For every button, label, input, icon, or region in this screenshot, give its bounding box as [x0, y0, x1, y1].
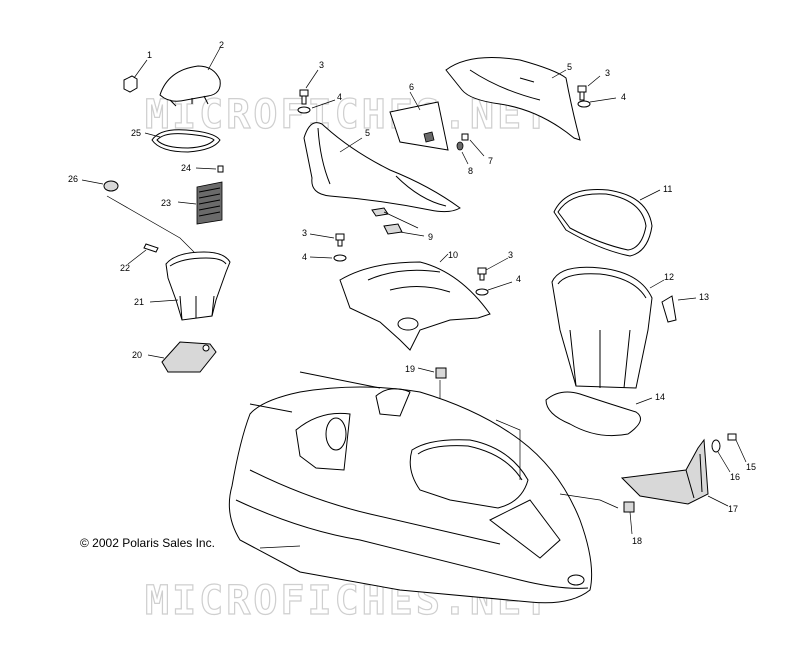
callout-22: 22: [120, 263, 130, 273]
part-knob: [81, 179, 197, 255]
callout-3d: 3: [508, 250, 513, 260]
callout-10: 10: [448, 250, 458, 260]
part-bracket: [620, 438, 729, 507]
callout-8: 8: [468, 166, 473, 176]
part-screw-24: [195, 165, 224, 173]
part-bolt-mid-left: [309, 233, 347, 262]
part-bolt-left: [297, 69, 336, 114]
callout-5: 5: [365, 128, 370, 138]
callout-21: 21: [134, 297, 144, 307]
callout-13: 13: [699, 292, 709, 302]
part-pin: [127, 243, 159, 265]
callout-6: 6: [409, 82, 414, 92]
part-gasket: [144, 129, 221, 153]
callout-1: 1: [147, 50, 152, 60]
callout-9: 9: [428, 232, 433, 242]
part-plate: [147, 341, 217, 373]
callout-23: 23: [161, 198, 171, 208]
callout-19: 19: [405, 364, 415, 374]
part-console: [339, 253, 491, 351]
callout-18: 18: [632, 536, 642, 546]
part-clips-9: [371, 207, 425, 237]
part-strap: [661, 295, 697, 323]
callout-11: 11: [663, 184, 672, 194]
copyright-notice: © 2002 Polaris Sales Inc.: [80, 536, 215, 550]
callout-14: 14: [655, 392, 665, 402]
part-side-panel-right: [445, 57, 581, 141]
part-side-panel-left: [303, 122, 461, 213]
part-clip: [123, 59, 148, 93]
part-bolt-mid-right: [475, 257, 513, 296]
callout-4: 4: [337, 92, 342, 102]
part-storage-bin: [149, 251, 231, 321]
part-ring: [553, 188, 661, 257]
part-hull: [228, 371, 619, 604]
callout-4d: 4: [516, 274, 521, 284]
callout-3c: 3: [302, 228, 307, 238]
callout-15: 15: [746, 462, 756, 472]
callout-12: 12: [664, 272, 674, 282]
callout-2: 2: [219, 40, 224, 50]
part-mesh-net: [177, 181, 223, 225]
part-knob-18: [623, 501, 635, 535]
callout-3: 3: [319, 60, 324, 70]
part-bolt-15-16: [711, 433, 747, 473]
callout-17: 17: [728, 504, 738, 514]
part-bolt-right-top: [577, 75, 617, 108]
part-fastener-7-8: [456, 133, 485, 165]
callout-26: 26: [68, 174, 78, 184]
callout-4b: 4: [621, 92, 626, 102]
part-seal: [545, 391, 653, 437]
callout-4c: 4: [302, 252, 307, 262]
callout-16: 16: [730, 472, 740, 482]
part-bucket: [551, 266, 665, 389]
callout-5b: 5: [567, 62, 572, 72]
callout-24: 24: [181, 163, 191, 173]
callout-25: 25: [131, 128, 141, 138]
part-storage-lid: [159, 47, 221, 107]
callout-3b: 3: [605, 68, 610, 78]
callout-7: 7: [488, 156, 493, 166]
callout-20: 20: [132, 350, 142, 360]
part-decal: [389, 91, 449, 151]
